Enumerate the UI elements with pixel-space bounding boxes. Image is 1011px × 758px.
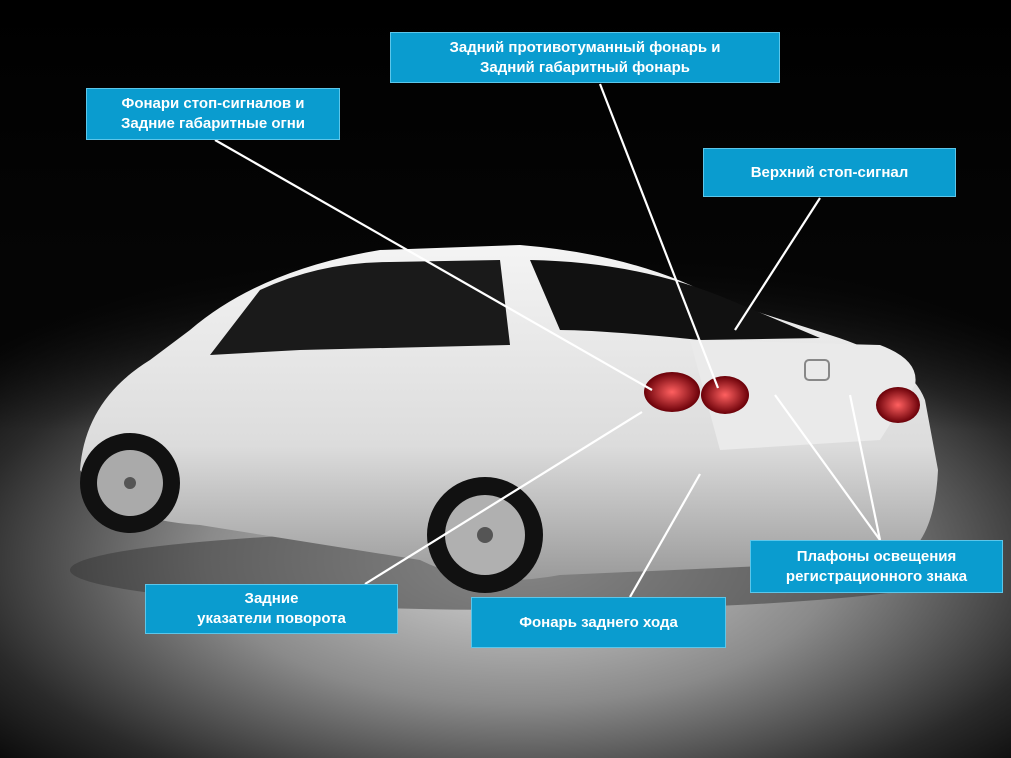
label-line: Плафоны освещения	[796, 547, 957, 565]
label-rear-fog-position: Задний противотуманный фонарь и Задний г…	[390, 32, 780, 83]
label-line: Фонарь заднего хода	[519, 613, 678, 631]
label-reverse-light: Фонарь заднего хода	[471, 597, 726, 648]
rear-window	[530, 260, 820, 340]
label-line: Фонари стоп-сигналов и	[121, 95, 305, 112]
label-line: Задний габаритный фонарь	[480, 58, 690, 76]
label-line: Задние	[244, 590, 299, 607]
label-line: Задний противотуманный фонарь и	[449, 38, 721, 56]
logo	[804, 359, 830, 381]
label-line: Верхний стоп-сигнал	[750, 163, 909, 181]
label-line: Задние габаритные огни	[120, 115, 306, 132]
label-plate-lights: Плафоны освещения регистрационного знака	[750, 540, 1003, 593]
right-tail-lamp	[876, 387, 920, 423]
label-brake-tail-lights: Фонари стоп-сигналов и Задние габаритные…	[86, 88, 340, 140]
trunk-lid	[690, 340, 916, 450]
car-windows	[210, 260, 510, 355]
label-line: указатели поворота	[197, 610, 346, 627]
label-turn-signals: Задние указатели поворота	[145, 584, 398, 634]
left-inner-lamp	[701, 376, 749, 414]
pointer-lines	[214, 83, 882, 598]
label-high-brake-light: Верхний стоп-сигнал	[703, 148, 956, 197]
label-line: регистрационного знака	[785, 567, 968, 585]
left-tail-lamp	[644, 372, 700, 412]
wheels	[80, 433, 543, 593]
